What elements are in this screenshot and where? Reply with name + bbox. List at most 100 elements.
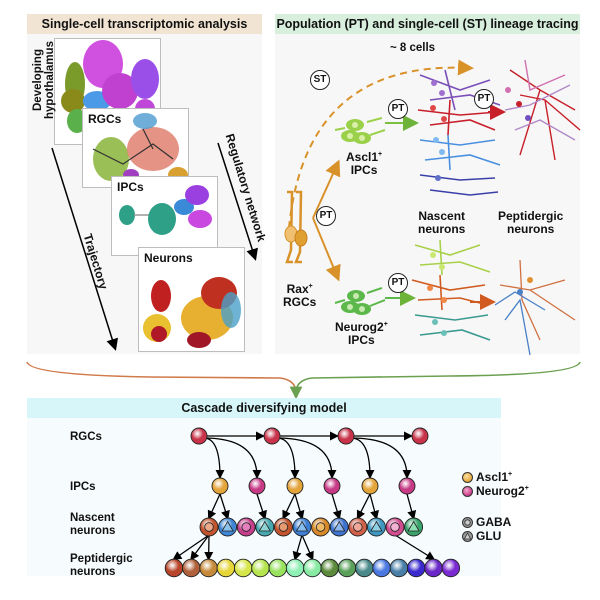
peptidergic-node	[424, 558, 443, 578]
umap-neurons: Neurons	[138, 247, 245, 352]
rgc-to-ipc-arrow	[203, 437, 225, 479]
rgc-node	[190, 427, 208, 445]
rgc-node	[263, 427, 281, 445]
umap-hypothalamus	[54, 38, 161, 145]
row-label-peptidergic-line2: neurons	[70, 565, 116, 578]
ascl1-label-text: Ascl1	[346, 150, 379, 164]
neurog2-ipcs-text: IPCs	[348, 333, 375, 347]
legend-glu: GLU	[462, 529, 501, 543]
legend-glu-text: GLU	[476, 529, 502, 543]
peptidergic-node	[389, 558, 409, 578]
legend-neurog2-sup: +	[524, 485, 529, 492]
rgcs-label-text: RGCs	[283, 295, 317, 309]
nascent-to-peptidergic-arrow	[292, 534, 303, 561]
lineage-tracing-panel: Population (PT) and single-cell (ST) lin…	[275, 14, 580, 354]
pt-badge-peptidergic-top: PT	[474, 89, 494, 109]
ipc-to-nascent-arrow	[331, 493, 342, 520]
legend-gaba: GABA	[462, 515, 511, 529]
neurog2-ipc-cells-icon	[334, 287, 386, 315]
ascl1-label-sup: +	[378, 151, 383, 158]
peptidergic-node	[406, 558, 426, 578]
row-label-peptidergic: Peptidergic neurons	[70, 553, 133, 578]
neurog2-label-sup: +	[383, 321, 388, 328]
peptidergic-text: Peptidergic	[498, 209, 564, 223]
glu-inner-triangle-icon	[407, 520, 420, 532]
umap-rgcs-label: RGCs	[88, 112, 122, 126]
row-label-rgcs: RGCs	[70, 431, 102, 443]
peptidergic-node	[164, 558, 184, 578]
umap-ipcs-label: IPCs	[117, 180, 144, 194]
legend-ascl1-text: Ascl1	[476, 470, 509, 484]
umap-neurons-label: Neurons	[144, 251, 193, 265]
glu-inner-triangle-icon	[295, 520, 309, 532]
cells-count-label: ~ 8 cells	[390, 42, 436, 54]
nascent-to-peptidergic-arrow	[190, 534, 210, 561]
pt-badge-rgc-split: PT	[316, 206, 336, 226]
peptidergic-neurons-bottom-icon	[494, 259, 576, 356]
ipc-to-nascent-arrow	[369, 493, 379, 520]
legend-ascl1-sup: +	[508, 471, 513, 478]
umap-ipcs: IPCs	[111, 176, 218, 256]
nascent-to-peptidergic-arrow	[394, 534, 436, 561]
peptidergic-node	[268, 558, 288, 578]
peptidergic-node	[355, 558, 374, 578]
gaba-inner-circle-icon	[278, 522, 289, 532]
rgc-to-ipc-arrow	[276, 437, 300, 479]
pt-badge-ascl1: PT	[388, 99, 408, 119]
ipc-node-neurog2	[398, 477, 416, 495]
neurog2-ipcs-label: Neurog2+ IPCs	[335, 318, 388, 347]
peptidergic-node	[441, 558, 461, 578]
rgc-to-ipc-arrow	[276, 437, 337, 479]
peptidergic-node	[285, 558, 305, 578]
ascl1-ipc-cells-icon	[334, 117, 386, 144]
row-label-peptidergic-line1: Peptidergic	[70, 553, 133, 565]
gaba-circle-icon	[462, 516, 473, 528]
neurog2-label-text: Neurog2	[335, 320, 384, 334]
rgc-to-ipc-arrow	[350, 437, 412, 479]
glu-inner-triangle-icon	[333, 520, 346, 532]
merge-arrow-left	[26, 361, 297, 394]
nascent-to-peptidergic-arrow	[172, 534, 210, 561]
rax-label-sup: +	[308, 283, 313, 290]
row-label-ipcs: IPCs	[70, 481, 96, 493]
nascent-neurons-top-icon	[417, 69, 501, 196]
legend-neurog2-text: Neurog2	[476, 484, 525, 498]
rax-label-text: Rax	[286, 282, 309, 296]
peptidergic-node	[337, 558, 357, 578]
peptidergic-node	[233, 558, 253, 578]
glu-triangle-icon	[462, 530, 473, 542]
umap-hypothalamus-plot	[61, 40, 159, 133]
transcriptomic-panel-title: Single-cell transcriptomic analysis	[27, 14, 262, 34]
ipc-node-neurog2	[323, 477, 341, 495]
legend-ascl1: Ascl1+	[462, 470, 512, 484]
glu-inner-triangle-icon	[370, 520, 383, 532]
pt-arrow-to-neurog2	[312, 217, 341, 282]
legend-neurog2-label: Neurog2+	[476, 484, 529, 498]
legend-ascl1-label: Ascl1+	[476, 470, 512, 484]
peptidergic-neurons-top-icon	[504, 59, 581, 161]
ipc-to-nascent-arrow	[282, 493, 296, 520]
rax-rgc-cells-icon	[284, 190, 308, 264]
merge-arrow-right	[289, 361, 581, 400]
nascent-text: Nascent	[418, 209, 466, 223]
rgc-node	[337, 427, 355, 445]
st-badge: ST	[310, 70, 330, 90]
peptidergic-node	[372, 558, 391, 578]
legend-neurog2: Neurog2+	[462, 484, 529, 498]
peptidergic-node	[303, 558, 322, 578]
ipc-to-nascent-arrow	[256, 493, 267, 520]
peptidergic-neurons-text: neurons	[507, 222, 555, 236]
gaba-inner-circle-icon	[390, 522, 400, 532]
rax-rgcs-label: Rax+ RGCs	[283, 280, 316, 309]
lineage-tracing-panel-title: Population (PT) and single-cell (ST) lin…	[275, 14, 580, 34]
ipc-to-nascent-arrow	[294, 493, 305, 520]
umap-neurons-plot	[143, 277, 241, 348]
nascent-neurons-text: neurons	[418, 222, 466, 236]
umap-ipcs-plot	[119, 185, 212, 235]
ipc-to-nascent-arrow	[356, 493, 371, 520]
ipc-node-ascl1	[286, 477, 304, 495]
peptidergic-node	[251, 558, 270, 578]
nascent-neurons-label: Nascent neurons	[418, 210, 465, 236]
rgc-to-ipc-arrow	[203, 437, 262, 479]
